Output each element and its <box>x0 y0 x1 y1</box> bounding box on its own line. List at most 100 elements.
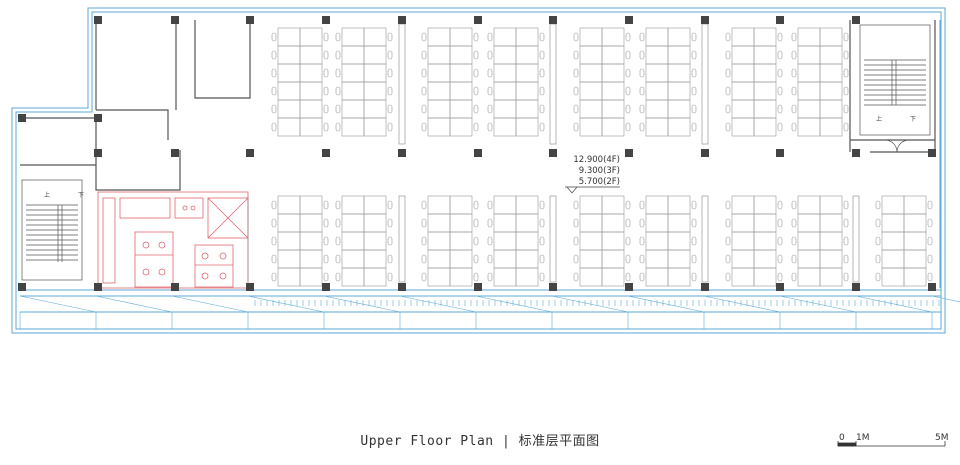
partition <box>398 195 406 283</box>
level-marker <box>565 186 620 194</box>
level-3f: 9.300(3F) <box>578 166 620 176</box>
chair <box>725 272 731 282</box>
desk <box>797 99 821 119</box>
chair <box>691 104 697 114</box>
column <box>322 149 330 157</box>
desk <box>753 81 777 101</box>
desk <box>277 267 301 287</box>
desk <box>667 267 691 287</box>
desk <box>299 117 323 137</box>
chair <box>323 200 329 210</box>
chair <box>725 122 731 132</box>
desk <box>753 99 777 119</box>
desk <box>277 63 301 83</box>
curtain-hatch <box>627 295 705 313</box>
chair <box>777 32 783 42</box>
chair <box>573 122 579 132</box>
desk <box>515 63 539 83</box>
desk <box>753 249 777 269</box>
desk <box>667 195 691 215</box>
column <box>776 283 784 291</box>
chair <box>639 200 645 210</box>
desk <box>645 117 669 137</box>
chair <box>323 218 329 228</box>
chair <box>927 254 933 264</box>
desk <box>903 213 927 233</box>
chair <box>335 200 341 210</box>
column <box>246 149 254 157</box>
chair <box>573 200 579 210</box>
chair <box>875 200 881 210</box>
level-4f: 12.900(4F) <box>573 155 620 165</box>
desk <box>363 117 387 137</box>
desk <box>341 249 365 269</box>
desk <box>493 45 517 65</box>
desk <box>427 249 451 269</box>
desk <box>731 231 755 251</box>
column <box>18 114 26 122</box>
column <box>701 283 709 291</box>
chair <box>843 122 849 132</box>
desk <box>299 27 323 47</box>
chair <box>473 200 479 210</box>
chair <box>487 254 493 264</box>
desk <box>299 195 323 215</box>
chair <box>387 200 393 210</box>
desk <box>731 117 755 137</box>
desk <box>819 249 843 269</box>
chair <box>271 272 277 282</box>
desk <box>645 45 669 65</box>
desk <box>601 117 625 137</box>
desk <box>363 99 387 119</box>
chair <box>777 68 783 78</box>
service-core <box>97 191 249 289</box>
desk <box>363 27 387 47</box>
chair <box>691 236 697 246</box>
chair <box>843 104 849 114</box>
desk <box>493 117 517 137</box>
desk <box>881 249 905 269</box>
chair <box>625 254 631 264</box>
chair <box>791 272 797 282</box>
desk <box>797 231 821 251</box>
chair <box>625 32 631 42</box>
chair <box>639 50 645 60</box>
desk <box>731 63 755 83</box>
chair <box>271 254 277 264</box>
desk <box>493 195 517 215</box>
stair-left <box>21 179 83 281</box>
curtain-hatch <box>171 295 249 313</box>
chair <box>323 50 329 60</box>
chair <box>335 236 341 246</box>
desk <box>299 213 323 233</box>
desk <box>449 63 473 83</box>
desk <box>579 267 603 287</box>
desk <box>515 213 539 233</box>
scale-mid: 1M <box>856 433 870 443</box>
chair <box>927 236 933 246</box>
column <box>776 149 784 157</box>
desk <box>363 267 387 287</box>
chair <box>421 50 427 60</box>
chair <box>573 254 579 264</box>
curtain-hatch <box>779 295 857 313</box>
desk <box>515 249 539 269</box>
chair <box>473 254 479 264</box>
chair <box>271 32 277 42</box>
desk <box>667 81 691 101</box>
chair <box>323 104 329 114</box>
desk <box>753 117 777 137</box>
chair <box>691 86 697 96</box>
chair <box>691 200 697 210</box>
desk <box>341 45 365 65</box>
chair <box>639 236 645 246</box>
desk <box>363 63 387 83</box>
desk <box>493 249 517 269</box>
desk <box>797 213 821 233</box>
desk <box>881 195 905 215</box>
chair <box>843 272 849 282</box>
scale-bar <box>837 441 946 447</box>
scale-end: 5M <box>935 433 949 443</box>
column <box>474 283 482 291</box>
chair <box>791 32 797 42</box>
